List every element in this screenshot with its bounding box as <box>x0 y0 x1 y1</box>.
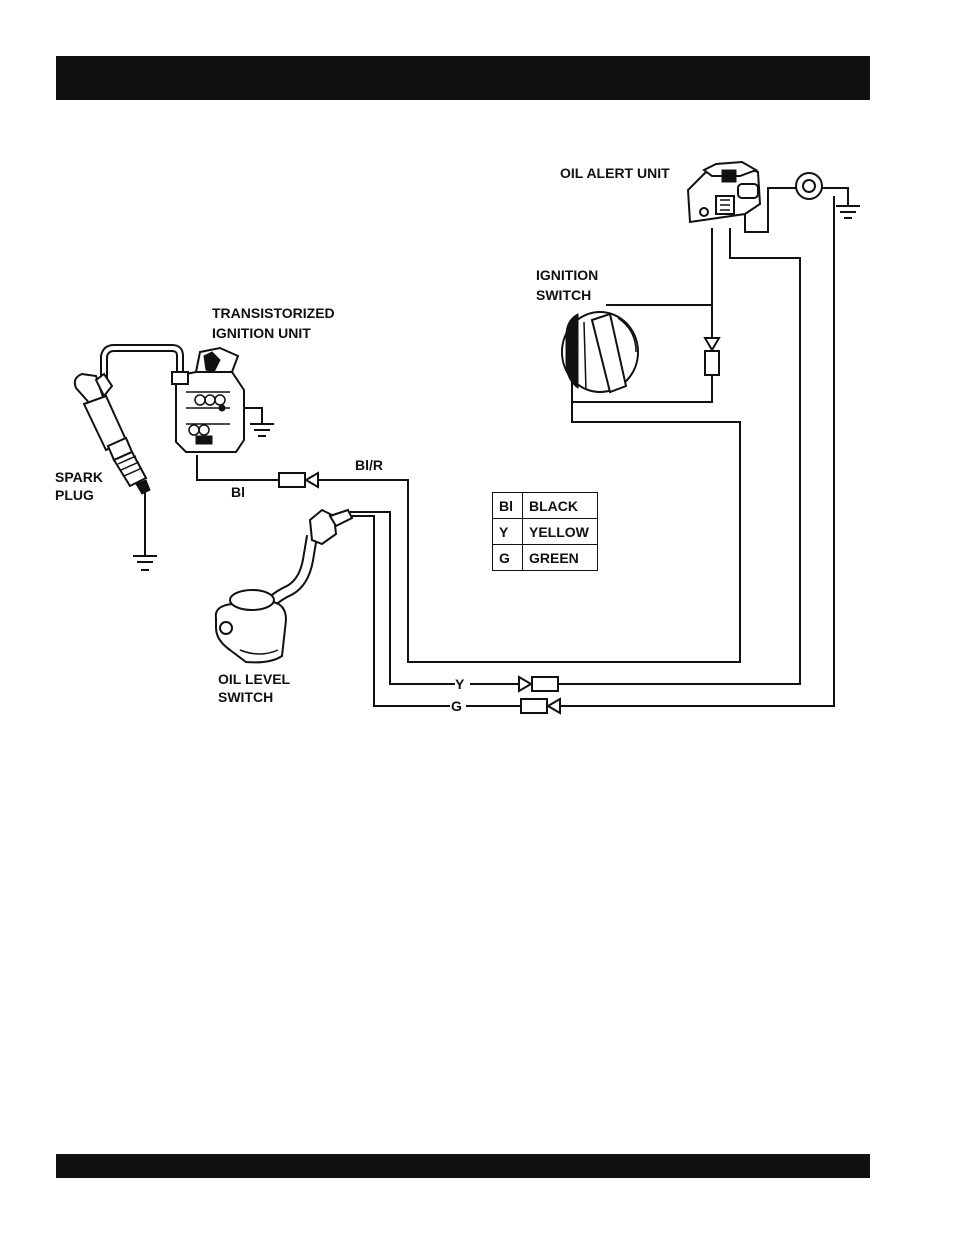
oil-alert-unit-icon <box>688 162 760 222</box>
legend-code: G <box>493 545 523 571</box>
legend-row: G GREEN <box>493 545 598 571</box>
wire-label-black: Bl <box>231 484 245 500</box>
legend-code: Y <box>493 519 523 545</box>
wire-label-yellow: Y <box>455 676 465 692</box>
connector-switch <box>705 338 719 375</box>
high-tension-lead-core <box>104 348 180 378</box>
ground-icon <box>250 424 274 436</box>
color-legend-table: Bl BLACK Y YELLOW G GREEN <box>492 492 598 571</box>
wire-label-green: G <box>451 698 462 714</box>
label-spark-plug: PLUG <box>55 487 94 503</box>
label-transistorized-ignition-unit: IGNITION UNIT <box>212 325 311 341</box>
ring-terminal-icon <box>796 173 822 199</box>
label-ignition-switch: SWITCH <box>536 287 591 303</box>
label-ignition-switch: IGNITION <box>536 267 598 283</box>
oil-level-switch-icon <box>216 510 352 662</box>
label-oil-level-switch: OIL LEVEL <box>218 671 291 687</box>
label-oil-level-switch: SWITCH <box>218 689 273 705</box>
ignition-switch-icon <box>562 312 638 392</box>
legend-row: Bl BLACK <box>493 493 598 519</box>
legend-color-name: BLACK <box>523 493 598 519</box>
label-spark-plug: SPARK <box>55 469 103 485</box>
connector-yellow <box>519 677 558 691</box>
label-oil-alert-unit: OIL ALERT UNIT <box>560 165 670 181</box>
legend-color-name: YELLOW <box>523 519 598 545</box>
ground-icon <box>133 556 157 570</box>
ground-icon <box>836 206 860 218</box>
connector-black-red <box>279 473 318 487</box>
legend-row: Y YELLOW <box>493 519 598 545</box>
connector-green <box>521 699 560 713</box>
legend-color-name: GREEN <box>523 545 598 571</box>
legend-code: Bl <box>493 493 523 519</box>
high-tension-lead <box>104 348 180 378</box>
wire-label-black-red: Bl/R <box>355 457 383 473</box>
label-transistorized-ignition-unit: TRANSISTORIZED <box>212 305 335 321</box>
